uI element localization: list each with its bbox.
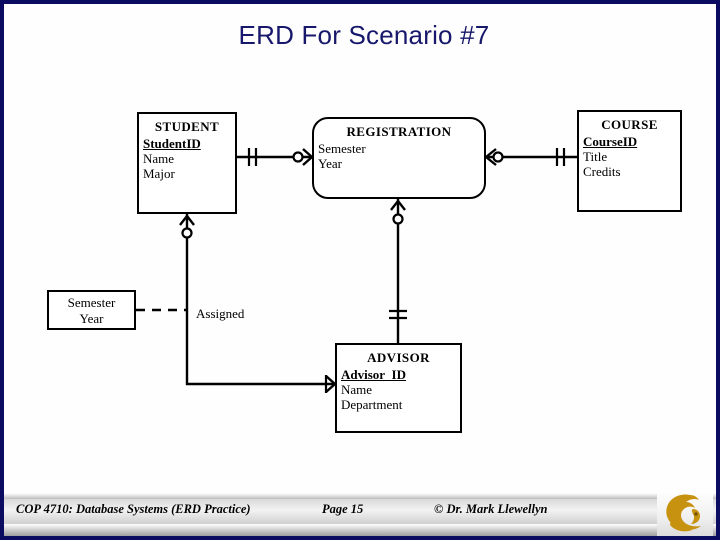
entity-advisor[interactable]: ADVISOR Advisor_ID Name Department <box>335 343 462 433</box>
footer-band-bottom <box>4 524 716 536</box>
footer-page-number: Page 15 <box>322 502 364 516</box>
entity-student-attribute-major: Major <box>143 166 175 181</box>
entity-student-attribute-pk: StudentID <box>143 136 201 151</box>
page-title: ERD For Scenario #7 <box>238 20 490 50</box>
entity-course-attribute-credits: Credits <box>583 164 621 179</box>
entity-registration[interactable]: REGISTRATION Semester Year <box>312 117 486 199</box>
ucf-pegasus-logo <box>657 490 713 536</box>
entity-course-title: COURSE <box>601 117 658 132</box>
footer: COP 4710: Database Systems (ERD Practice… <box>4 493 716 536</box>
entity-student-attribute-name: Name <box>143 151 175 166</box>
semester-year-line1: Semester <box>67 295 116 310</box>
entity-advisor-attribute-department: Department <box>341 397 403 412</box>
semester-year-box[interactable]: Semester Year <box>47 290 136 330</box>
entity-advisor-attribute-name: Name <box>341 382 373 397</box>
relationship-label-assigned: Assigned <box>196 306 245 321</box>
entity-student[interactable]: STUDENT StudentID Name Major <box>137 112 237 214</box>
entity-registration-attribute-year: Year <box>318 156 342 171</box>
entity-registration-title: REGISTRATION <box>346 124 452 139</box>
entity-course[interactable]: COURSE CourseID Title Credits <box>577 110 682 212</box>
footer-band-top <box>4 493 716 499</box>
connector-advisor-student <box>185 214 335 386</box>
erd-connectors <box>136 148 577 393</box>
entity-course-attribute-title: Title <box>583 149 608 164</box>
entity-advisor-title: ADVISOR <box>367 350 430 365</box>
footer-band-main: COP 4710: Database Systems (ERD Practice… <box>4 499 716 524</box>
entity-registration-attribute-semester: Semester <box>318 141 366 156</box>
entity-student-title: STUDENT <box>154 119 220 134</box>
erd-diagram: STUDENT StudentID Name Major REGISTRATIO… <box>4 4 716 504</box>
semester-year-line2: Year <box>79 311 104 326</box>
footer-credit-text: © Dr. Mark Llewellyn <box>434 502 548 516</box>
entity-advisor-attribute-pk: Advisor_ID <box>341 367 407 382</box>
entity-course-attribute-pk: CourseID <box>583 134 638 149</box>
footer-course-text: COP 4710: Database Systems (ERD Practice… <box>16 502 251 516</box>
pegasus-icon <box>666 494 701 532</box>
